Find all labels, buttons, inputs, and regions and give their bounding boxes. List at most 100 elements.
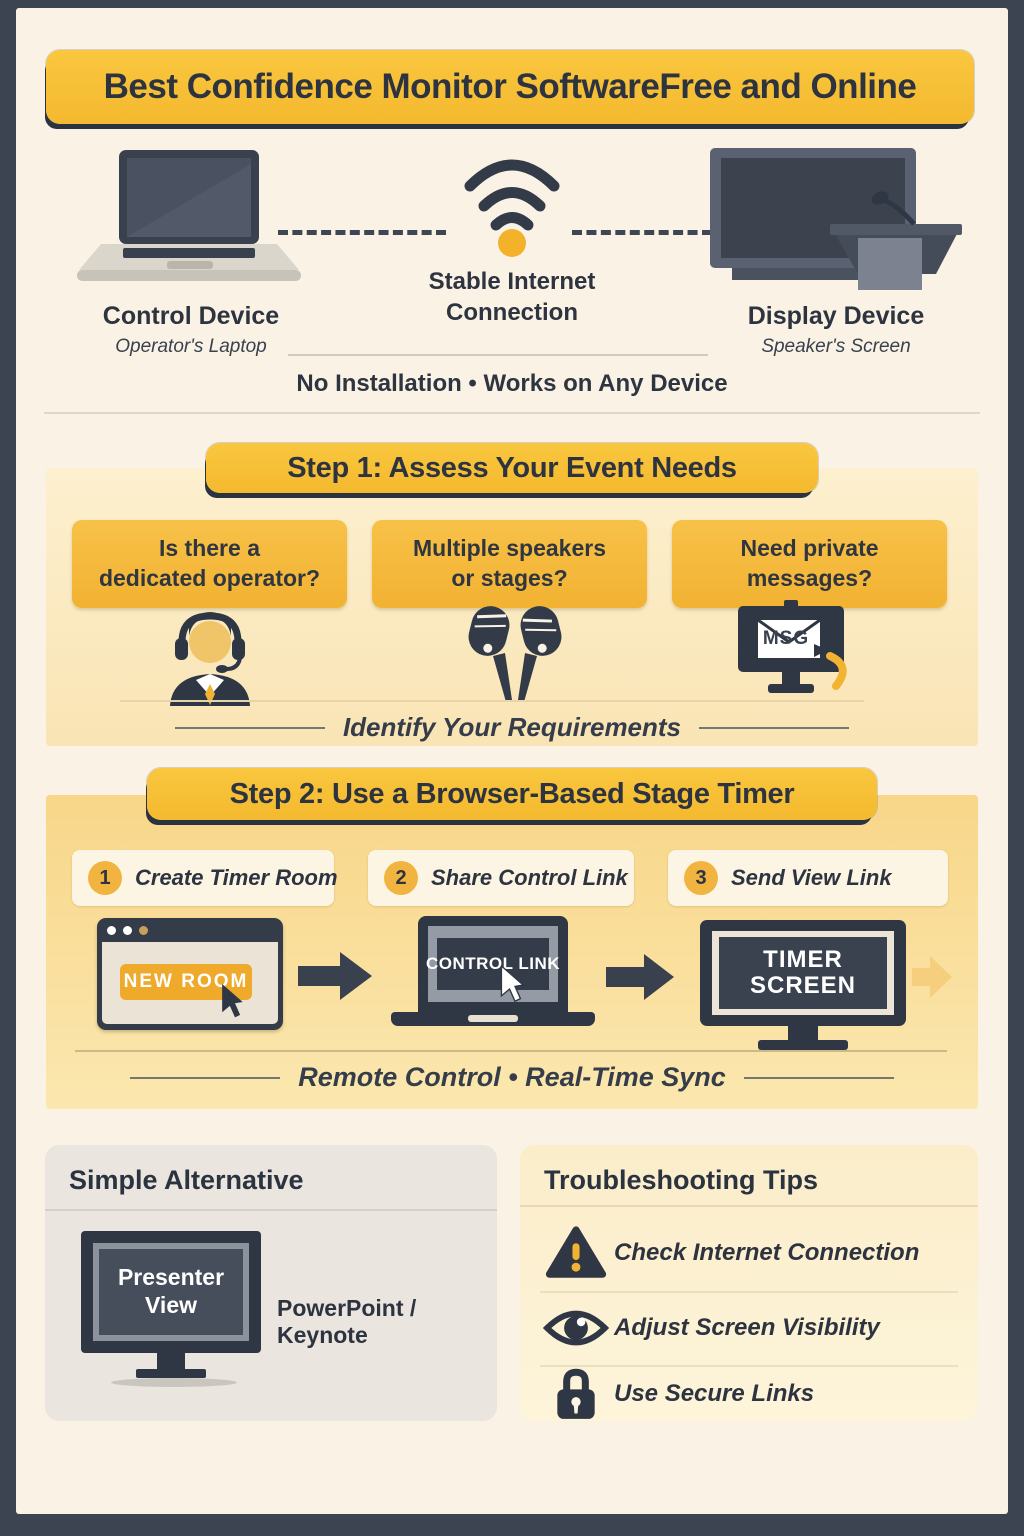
question-speakers-line2: or stages?: [451, 565, 568, 591]
control-device-labels: Control Device Operator's Laptop: [41, 302, 341, 358]
monitor-mat: TIMER SCREEN: [712, 931, 894, 1015]
cursor-icon: [222, 984, 243, 1018]
alternative-caption: PowerPoint / Keynote: [277, 1295, 417, 1348]
step-number-badge: 1: [88, 861, 122, 895]
monitor-shadow: [111, 1378, 237, 1387]
question-messages-line2: messages?: [746, 565, 873, 591]
step1-footer-text: Identify Your Requirements: [342, 712, 682, 742]
question-speakers-line1: Multiple speakers: [412, 535, 607, 562]
tip-divider: [540, 1365, 958, 1367]
browser-window-illustration: NEW ROOM: [97, 918, 283, 1030]
step2-item-label: Share Control Link: [431, 865, 628, 890]
arrow-right-faint-icon: [912, 956, 952, 998]
page-title-emphasis: Free and Online: [659, 67, 917, 106]
step1-banner: Step 1: Assess Your Event Needs: [206, 443, 818, 493]
timer-screen-label: TIMER SCREEN: [719, 937, 887, 1009]
tip-text: Use Secure Links: [614, 1380, 815, 1407]
question-operator-line1: Is there a: [158, 535, 260, 562]
monitor-foot: [136, 1369, 206, 1378]
message-monitor-icon: MSG: [730, 600, 862, 708]
card-divider: [45, 1209, 497, 1211]
display-device-labels: Display Device Speaker's Screen: [706, 302, 966, 358]
eye-icon: [538, 1303, 614, 1353]
footer-line-right: [699, 726, 850, 729]
microphones-icon: [450, 604, 580, 708]
tip-row-visibility: Adjust Screen Visibility: [538, 1295, 962, 1361]
step1-footer: Identify Your Requirements: [16, 712, 1008, 743]
monitor-neck: [788, 1026, 818, 1040]
question-operator-line2: dedicated operator?: [98, 565, 321, 591]
monitor-foot: [758, 1040, 848, 1050]
msg-label: MSG: [762, 628, 810, 649]
lock-icon: [538, 1366, 614, 1422]
dashed-connector-right: [572, 230, 712, 235]
cursor-icon: [500, 966, 525, 1003]
monitor-mat: Presenter View: [93, 1243, 249, 1341]
operator-headset-icon: [150, 606, 270, 706]
step2-item-share-link: 2 Share Control Link: [368, 850, 634, 906]
monitor-neck: [157, 1353, 185, 1369]
timer-screen-line1: TIMER: [763, 945, 843, 973]
laptop-base-notch: [468, 1015, 518, 1022]
connection-label-line2: Connection: [446, 299, 578, 327]
browser-body: NEW ROOM: [102, 942, 278, 1024]
step2-item-label: Create Timer Room: [135, 865, 338, 890]
question-box-operator: Is there a dedicated operator?: [72, 520, 347, 608]
presenter-view-monitor-icon: Presenter View: [81, 1231, 261, 1387]
laptop-screen-inner: CONTROL LINK: [426, 926, 560, 1003]
arrow-right-icon: [606, 954, 674, 1000]
display-device-icon: [708, 148, 964, 296]
footer-line-left: [174, 726, 325, 729]
troubleshooting-card: Troubleshooting Tips Check Internet Conn…: [520, 1145, 978, 1421]
warning-icon: [538, 1225, 614, 1281]
arrow-right-icon: [298, 952, 372, 1000]
control-device-sublabel: Operator's Laptop: [115, 335, 267, 357]
question-box-speakers: Multiple speakers or stages?: [372, 520, 647, 608]
tip-text: Check Internet Connection: [614, 1239, 920, 1266]
step1-inner-line: [120, 700, 864, 702]
step-number-badge: 2: [384, 861, 418, 895]
window-dot-icon: [123, 925, 132, 935]
display-device-sublabel: Speaker's Screen: [761, 335, 911, 357]
section-divider: [44, 412, 980, 414]
top-underline: [288, 354, 708, 356]
footer-line-right: [743, 1076, 894, 1079]
monitor-frame: Presenter View: [81, 1231, 261, 1353]
tip-text: Adjust Screen Visibility: [614, 1314, 880, 1341]
page-title: Best Confidence Monitor Software: [103, 67, 660, 106]
footer-line-left: [130, 1076, 281, 1079]
step-number-badge: 3: [684, 861, 718, 895]
laptop-icon: [71, 148, 306, 296]
infographic-canvas: Best Confidence Monitor Software Free an…: [16, 8, 1008, 1514]
card-divider: [520, 1205, 978, 1207]
tip-row-internet: Check Internet Connection: [538, 1219, 962, 1287]
question-speakers-text: Multiple speakers or stages?: [413, 534, 606, 594]
display-device-label: Display Device: [747, 302, 925, 330]
window-dot-icon: [107, 925, 116, 935]
troubleshooting-title: Troubleshooting Tips: [544, 1165, 818, 1195]
presenter-view-line1: Presenter: [117, 1264, 225, 1291]
simple-alternative-title: Simple Alternative: [69, 1165, 304, 1195]
question-operator-text: Is there a dedicated operator?: [99, 534, 320, 594]
title-banner: Best Confidence Monitor Software Free an…: [46, 50, 974, 124]
monitor-frame: TIMER SCREEN: [700, 920, 906, 1026]
connection-label: Stable Internet Connection: [412, 266, 612, 328]
step2-footer: Remote Control • Real-Time Sync: [16, 1062, 1008, 1093]
simple-alternative-card: Simple Alternative Presenter View PowerP…: [45, 1145, 497, 1421]
step2-item-label: Send View Link: [731, 865, 892, 890]
presenter-view-line2: View: [145, 1292, 197, 1318]
question-messages-text: Need private messages?: [740, 534, 878, 594]
step2-item-send-view: 3 Send View Link: [668, 850, 948, 906]
laptop-base: [391, 1012, 595, 1026]
laptop-screen: CONTROL LINK: [418, 916, 568, 1012]
wifi-icon: [452, 146, 572, 258]
connection-label-line1: Stable Internet: [428, 268, 596, 295]
browser-topbar: [97, 918, 283, 942]
tip-row-secure: Use Secure Links: [538, 1367, 962, 1421]
top-tagline: No Installation • Works on Any Device: [296, 370, 728, 397]
timer-monitor-illustration: TIMER SCREEN: [700, 920, 906, 1050]
step2-footer-text: Remote Control • Real-Time Sync: [298, 1062, 726, 1092]
laptop-control-illustration: CONTROL LINK: [391, 916, 595, 1028]
timer-screen-line2: SCREEN: [749, 972, 857, 999]
